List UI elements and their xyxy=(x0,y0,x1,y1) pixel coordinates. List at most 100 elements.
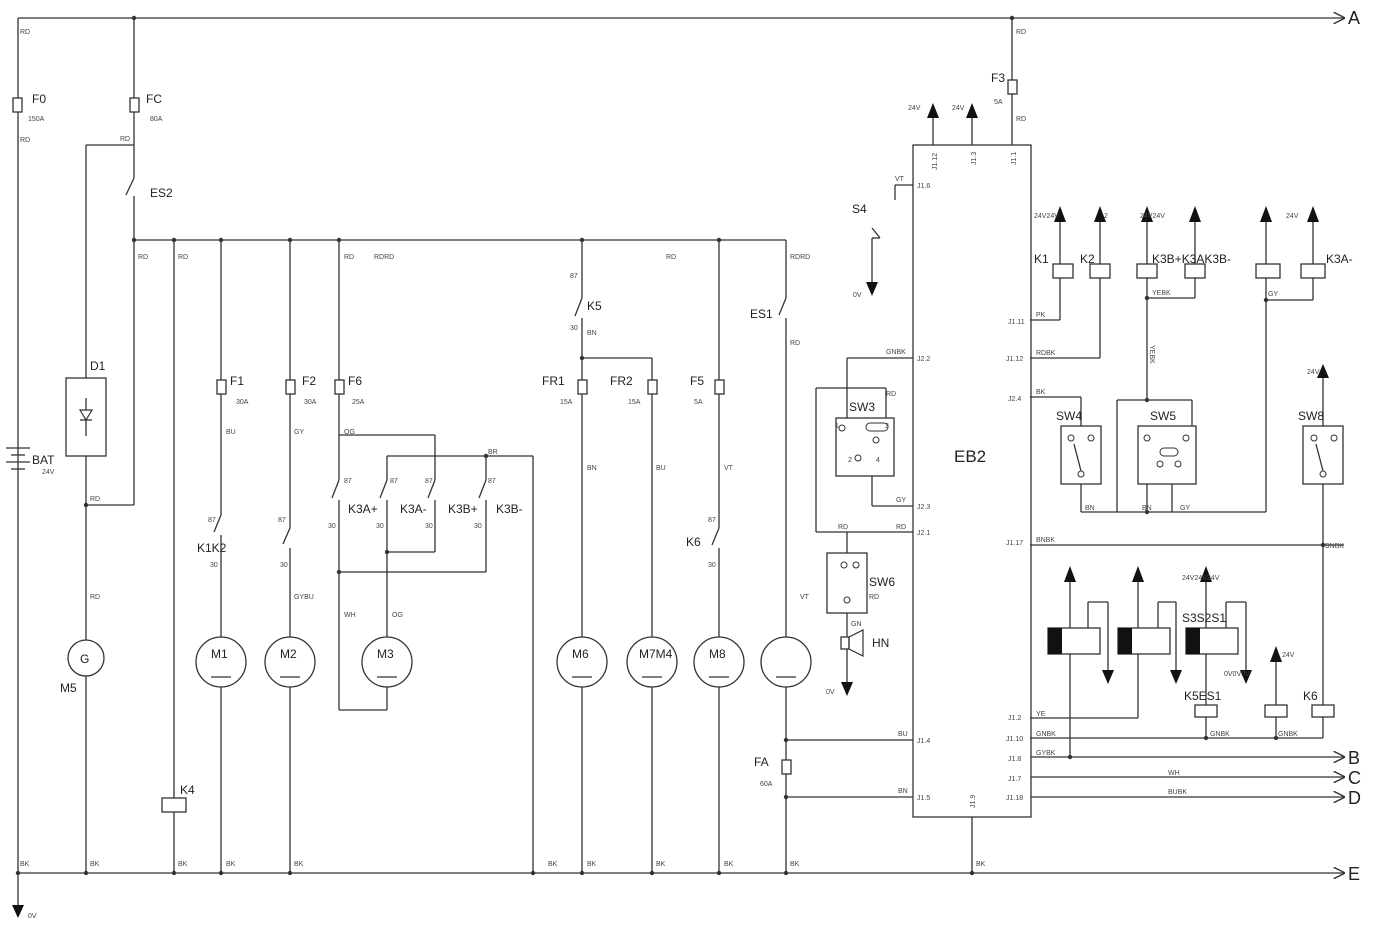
relay-coil-unlabeled xyxy=(1264,704,1288,718)
k2-24v-arrow-icon xyxy=(1094,206,1106,222)
fuse-fr1 xyxy=(577,379,588,395)
motor-m8 xyxy=(693,636,745,688)
switch-sw3 xyxy=(835,417,895,477)
fuse-fa-rating: 60A xyxy=(760,781,773,788)
wire-label: BK xyxy=(226,861,236,868)
relay-k5-label: K5 xyxy=(587,299,602,313)
wire-label: GNBK xyxy=(1278,731,1298,738)
fuse-f1 xyxy=(216,379,227,395)
fuse-fr2 xyxy=(647,379,658,395)
pin-label: J2.3 xyxy=(917,504,930,511)
contact-label: 30 xyxy=(210,562,218,569)
ecu-eb2-label: EB2 xyxy=(954,447,986,466)
contact-label: 30 xyxy=(280,562,288,569)
relay-k4 xyxy=(161,797,187,813)
horn-hn-label: HN xyxy=(872,636,889,650)
eb2-24v-label: 24V xyxy=(952,105,965,112)
wire-label: RD xyxy=(838,524,848,531)
relay-coil-k3b xyxy=(1136,263,1158,279)
switch-sw4 xyxy=(1060,425,1102,485)
wire-label: YEBK xyxy=(1148,345,1155,364)
wire-label: BNBK xyxy=(1036,537,1055,544)
motor-m2-label: M2 xyxy=(280,647,297,661)
wire-label: RD xyxy=(896,524,906,531)
wire-label: RD xyxy=(666,254,676,261)
wire-label: BK xyxy=(294,861,304,868)
wire-label: BNBK xyxy=(1325,543,1344,550)
s3-0v-arrow-icon xyxy=(1102,670,1114,684)
relay-k4-label: K4 xyxy=(180,783,195,797)
relay-k3b-plus-label: K3B+ xyxy=(448,502,478,516)
wire-label: RDBK xyxy=(1036,350,1056,357)
motor-unlabeled xyxy=(760,636,812,688)
switch-sw3-label: SW3 xyxy=(849,400,875,414)
right-switches xyxy=(1030,364,1344,546)
contact-label: 30 xyxy=(708,562,716,569)
relay-coil-k2 xyxy=(1089,263,1111,279)
motor-m2 xyxy=(264,636,316,688)
s4-ground-label: 0V xyxy=(853,292,862,299)
wire-label: BUBK xyxy=(1168,789,1187,796)
pin-label: J1.3 xyxy=(971,152,978,165)
m1-branch xyxy=(195,240,247,873)
wire-label: BK xyxy=(1036,389,1046,396)
fuse-f1-label: F1 xyxy=(230,374,244,388)
fuse-f6 xyxy=(334,379,345,395)
bus-e-label: E xyxy=(1348,864,1360,884)
pin-label: J1.12 xyxy=(932,153,939,170)
motor-m7m4-label: M7M4 xyxy=(639,647,673,661)
wire-label: RDRD xyxy=(790,254,810,261)
fuse-f5 xyxy=(714,379,725,395)
contact-label: 87 xyxy=(570,273,578,280)
s1-24v-arrow-icon xyxy=(1200,566,1212,582)
relay-k3b-minus-label: K3B- xyxy=(496,502,523,516)
wire-label: GNBK xyxy=(1036,731,1056,738)
fuse-fc-label: FC xyxy=(146,92,162,106)
contact-label: 30 xyxy=(425,523,433,530)
lower-right-relays xyxy=(1030,545,1335,757)
wire-label: RD xyxy=(138,254,148,261)
fuse-f0-rating: 150A xyxy=(28,116,45,123)
wire-label: BN xyxy=(898,788,908,795)
switch-es1-label: ES1 xyxy=(750,307,773,321)
motor-m1 xyxy=(195,636,247,688)
wire-label: BU xyxy=(898,731,908,738)
junction-dots xyxy=(15,15,1326,876)
wire-label: YEBK xyxy=(1152,290,1171,297)
pin-label: J1.1 xyxy=(1011,152,1018,165)
pin-label: J1.11 xyxy=(1008,319,1025,326)
relay-k1k2-label: K1K2 xyxy=(197,541,227,555)
sw8-24v-arrow-icon xyxy=(1317,364,1329,378)
contact-label: 3 xyxy=(885,423,889,430)
wire-label: BU xyxy=(656,465,666,472)
wire-label: BK xyxy=(587,861,597,868)
motor-m8-label: M8 xyxy=(709,647,726,661)
fuse-f0-label: F0 xyxy=(32,92,46,106)
relay-k5es1-label: K5ES1 xyxy=(1184,689,1222,703)
fuse-f3-label: F3 xyxy=(991,71,1005,85)
contact-label: 87 xyxy=(708,517,716,524)
s4-ground-arrow-icon xyxy=(866,282,878,296)
pin-label: J2.4 xyxy=(1008,396,1021,403)
contact-label: 87 xyxy=(390,478,398,485)
pin-label: J1.4 xyxy=(917,738,930,745)
hn-ground-arrow-icon xyxy=(841,682,853,696)
pin-label: J1.6 xyxy=(917,183,930,190)
right-relays xyxy=(1030,206,1326,512)
relay-coil-k3b-minus xyxy=(1255,263,1281,279)
contact-label: 87 xyxy=(278,517,286,524)
relay-k6-label: K6 xyxy=(686,535,701,549)
wire-label: VT xyxy=(724,465,734,472)
wire-label: GY xyxy=(294,429,304,436)
contact-label: 4 xyxy=(876,457,880,464)
fuse-fc-rating: 80A xyxy=(150,116,163,123)
pin-label: J1.9 xyxy=(970,795,977,808)
wire-label: RD xyxy=(886,391,896,398)
eb2-24v-arrow-icon xyxy=(927,103,939,118)
wire-label: GNBK xyxy=(1210,731,1230,738)
wire-label: PK xyxy=(1036,312,1046,319)
fuse-fa-label: FA xyxy=(754,755,769,769)
wire-label: BK xyxy=(656,861,666,868)
contact-label: 30 xyxy=(570,325,578,332)
wire-label: OG xyxy=(344,429,355,436)
